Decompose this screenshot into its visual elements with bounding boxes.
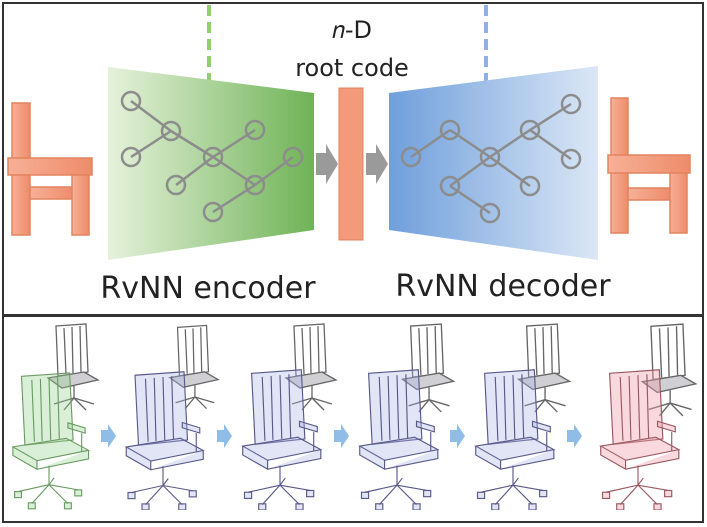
- rvnn-decoder-block: [389, 66, 598, 260]
- interpolation-arrow-1: [101, 424, 116, 448]
- office-chair-icon: [359, 369, 439, 510]
- decoder-label: RvNN decoder: [395, 269, 611, 304]
- root-code-dimension-label: 𝑛-D: [332, 16, 372, 44]
- output-chair-icon: [607, 97, 691, 234]
- sequence-step-4: [359, 323, 455, 510]
- decoder-tree: [400, 93, 582, 224]
- office-chair-icon: [242, 369, 322, 510]
- sequence-step-3: [242, 323, 337, 510]
- sequence-step-2: [125, 324, 219, 510]
- interpolation-arrow-3: [334, 424, 349, 448]
- sequence-step-5: [475, 323, 571, 510]
- interpolation-arrow-2: [217, 424, 232, 448]
- office-chair-icon: [125, 371, 204, 510]
- input-chair-icon: [7, 102, 93, 236]
- rvnn-encoder-block: [108, 67, 314, 260]
- root-code-label: root code: [295, 54, 409, 82]
- office-chair-icon: [475, 369, 555, 510]
- sequence-step-1: [12, 323, 99, 510]
- root-code-bar: [338, 87, 364, 241]
- interpolation-arrow-4: [450, 424, 465, 448]
- interpolation-arrow-5: [567, 424, 582, 448]
- encoder-tree: [120, 90, 304, 223]
- encoder-label: RvNN encoder: [100, 271, 316, 306]
- encoder-to-code-arrow: [316, 144, 338, 184]
- bottom-panel-frame: [2, 315, 704, 523]
- sequence-step-6: [600, 323, 697, 510]
- code-to-decoder-arrow: [366, 144, 388, 184]
- office-chair-icon: [12, 372, 90, 510]
